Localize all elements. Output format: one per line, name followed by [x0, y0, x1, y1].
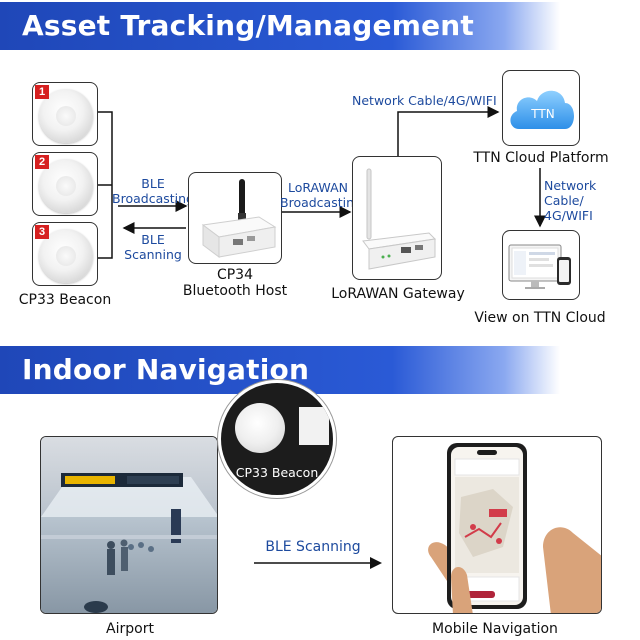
beacon-device-image [39, 229, 93, 283]
beacon-badge: 1 [35, 85, 49, 99]
beacon-label: CP33 Beacon [18, 292, 112, 308]
beacon-badge: 2 [35, 155, 49, 169]
phone-in-hand [428, 443, 601, 613]
gateway-label: LoRAWAN Gateway [331, 286, 465, 302]
view-label: View on TTN Cloud [474, 310, 606, 326]
beacon-callout: CP33 Beacon [218, 380, 336, 498]
callout-sign-image [299, 407, 329, 445]
indoor-navigation-title: Indoor Navigation [22, 353, 310, 386]
network-label: Network Cable/4G/WIFI [352, 93, 497, 108]
airport-scene [41, 437, 217, 613]
bluetooth-host-box [188, 172, 282, 264]
ble-scanning-arrow [254, 557, 382, 569]
view-box [502, 230, 580, 300]
network-arrow [397, 106, 500, 156]
cloud-label: TTN Cloud Platform [473, 150, 609, 166]
asset-tracking-banner: Asset Tracking/Management [0, 2, 560, 50]
callout-beacon-image [235, 403, 285, 453]
mobile-navigation-image [392, 436, 602, 614]
beacon-box-2: 2 [32, 152, 98, 216]
host-label: CP34 Bluetooth Host [182, 267, 288, 299]
ble-broadcasting-label: BLE Broadcasting [112, 176, 194, 206]
mobile-navigation-label: Mobile Navigation [432, 621, 558, 637]
asset-diagram-connectors [98, 106, 546, 259]
cloud-badge: TTN [531, 107, 555, 121]
monitor-phone-image [508, 244, 571, 289]
bluetooth-host-image [201, 179, 277, 258]
lorawan-broadcasting-label: LoRAWAN Broadcasting [280, 180, 362, 210]
indoor-navigation-banner: Indoor Navigation [0, 346, 560, 394]
airport-image [40, 436, 218, 614]
cloud-box: TTN [502, 70, 580, 146]
network-label-2: Network Cable/ 4G/WIFI [544, 178, 597, 223]
cloud-icon [510, 90, 574, 129]
airport-label: Airport [106, 621, 154, 637]
asset-tracking-title: Asset Tracking/Management [22, 9, 474, 42]
gateway-box [352, 156, 442, 280]
beacon-badge: 3 [35, 225, 49, 239]
ble-scanning-nav-label: BLE Scanning [265, 539, 361, 555]
ble-scanning-label: BLE Scanning [124, 232, 182, 262]
gateway-image [362, 168, 437, 270]
callout-label: CP33 Beacon [235, 465, 319, 480]
beacon-box-1: 1 [32, 82, 98, 146]
beacon-box-3: 3 [32, 222, 98, 286]
